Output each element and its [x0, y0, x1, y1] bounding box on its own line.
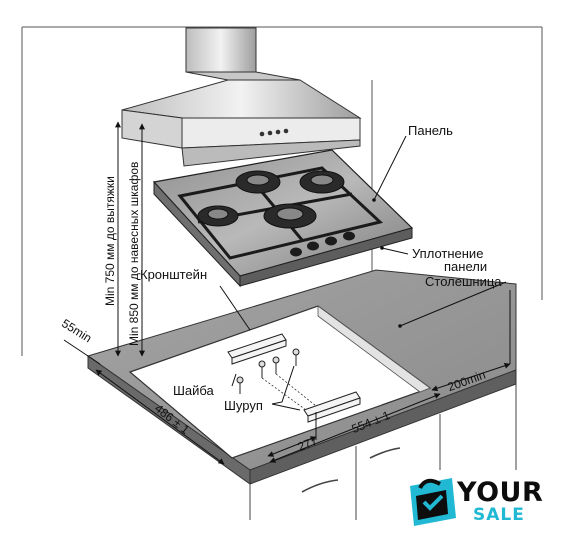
label-bracket: Кронштейн: [140, 267, 208, 282]
callout-dots: [372, 198, 402, 328]
label-panel: Панель: [408, 123, 453, 138]
label-screw: Шуруп: [224, 398, 263, 413]
logo-word-your: YOUR: [457, 477, 544, 508]
dim-cabinets: Min 850 мм до навесных шкафов: [127, 161, 141, 346]
label-seal-line1: Уплотнение: [412, 246, 484, 261]
logo-word-sale: SALE: [473, 505, 525, 525]
dim-hood: Min 750 мм до вытяжки: [103, 176, 117, 306]
shopping-bag-icon: [410, 478, 456, 526]
burners: [197, 170, 345, 229]
control-knobs: [290, 231, 355, 257]
gas-hob: [152, 149, 414, 288]
hood-control-buttons: [259, 128, 289, 137]
label-seal-line2: панели: [444, 259, 488, 274]
range-hood: [121, 27, 362, 167]
dimension-lines: [63, 121, 511, 465]
label-countertop: Столешница: [425, 274, 502, 289]
screws-washers: [236, 348, 300, 394]
label-washer: Шайба: [173, 383, 214, 398]
